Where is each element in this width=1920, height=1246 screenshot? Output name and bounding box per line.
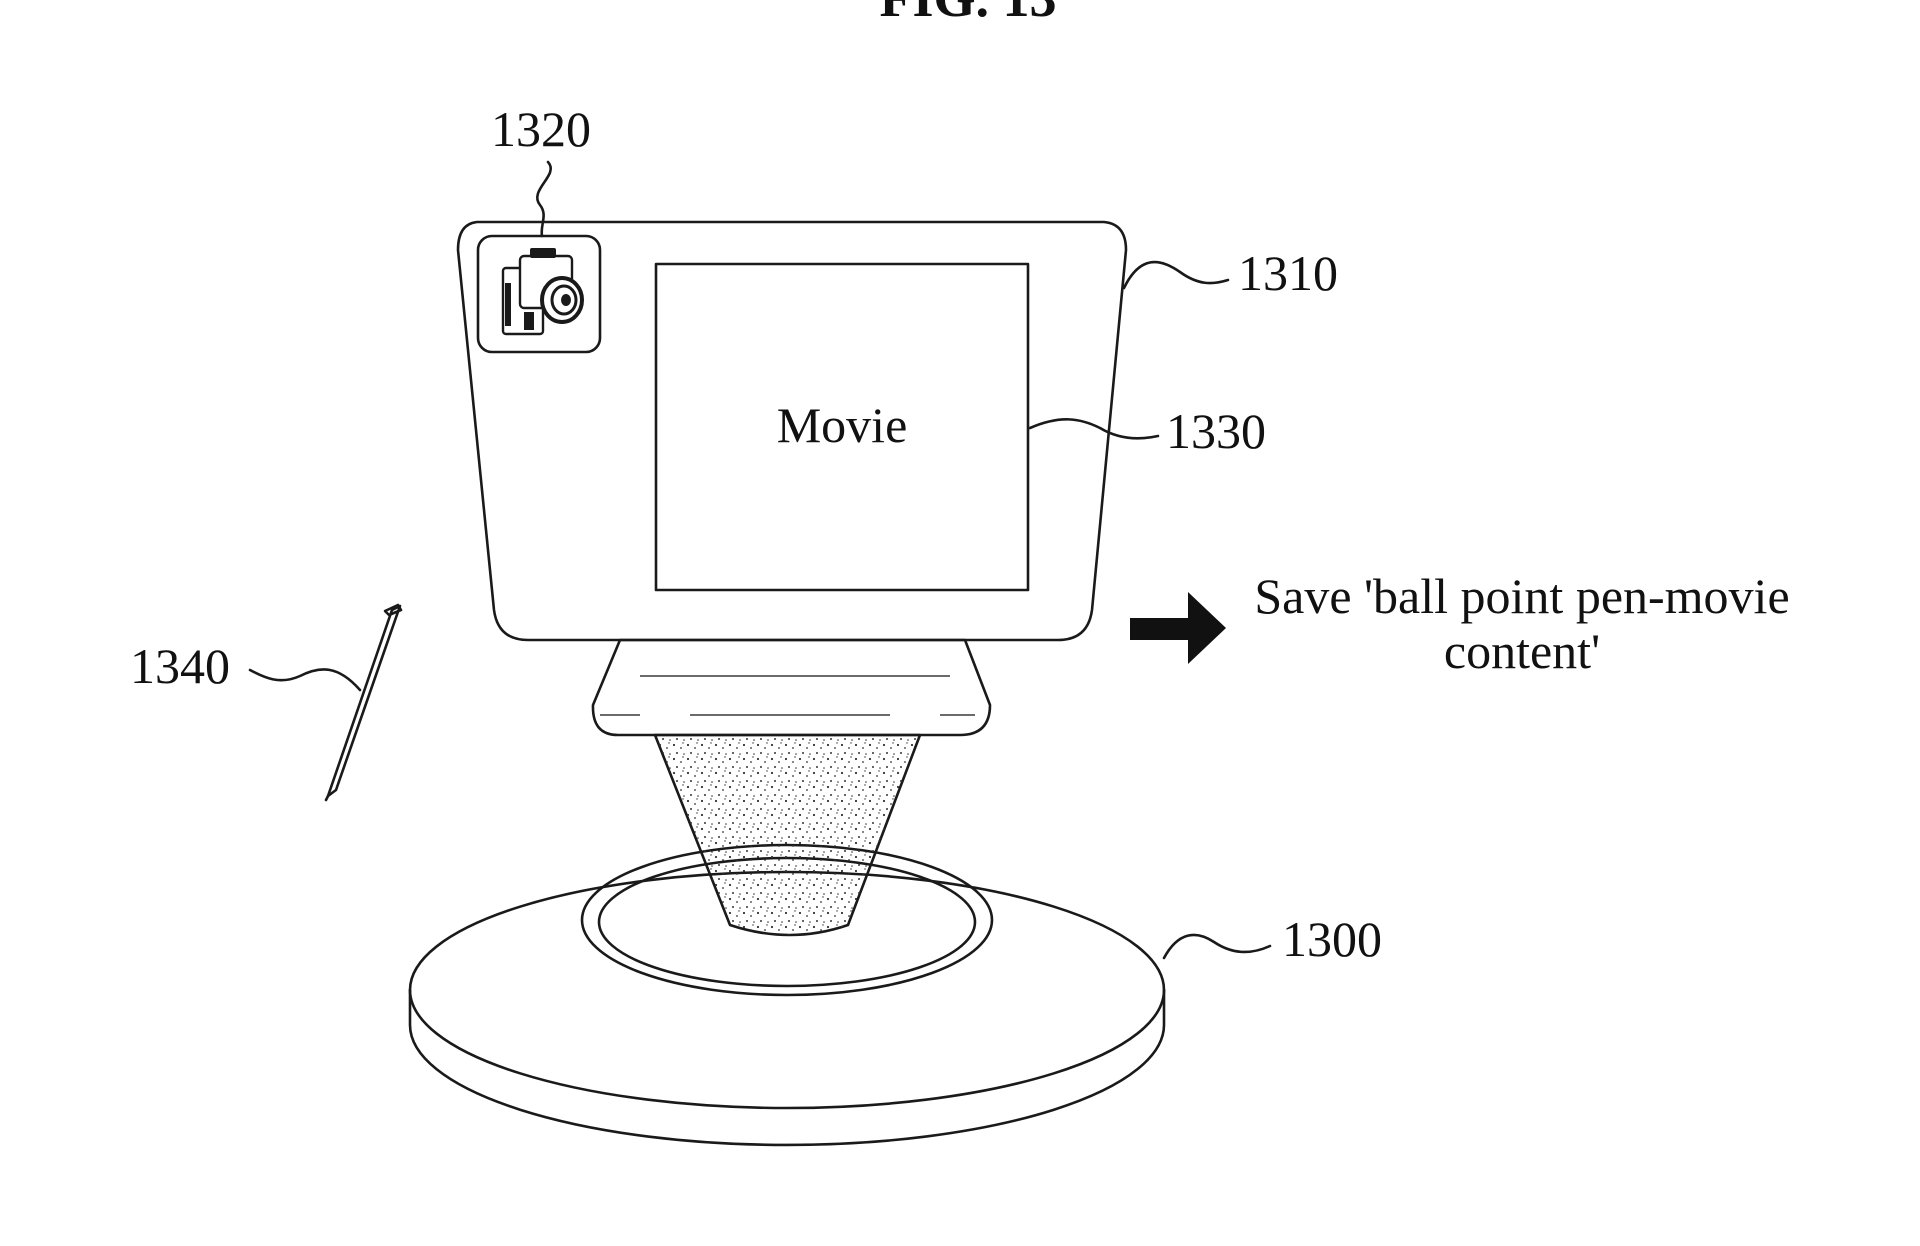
ball-point-pen-icon bbox=[324, 603, 403, 802]
leader-1340 bbox=[248, 668, 362, 692]
save-text-line-1: Save 'ball point pen-movie bbox=[1254, 568, 1789, 624]
label-1310: 1310 bbox=[1238, 245, 1338, 301]
figure-title: FIG. 13 bbox=[879, 0, 1056, 28]
arrow-right-icon bbox=[1130, 592, 1226, 664]
leader-1300 bbox=[1162, 933, 1272, 960]
display-panel bbox=[456, 220, 1128, 642]
display-neck bbox=[591, 638, 992, 737]
content-window[interactable]: Movie bbox=[654, 262, 1030, 592]
label-1340: 1340 bbox=[130, 638, 230, 694]
leader-1320 bbox=[536, 160, 552, 238]
leader-1330 bbox=[1028, 418, 1160, 440]
label-1300: 1300 bbox=[1282, 911, 1382, 967]
camera-icon-button[interactable] bbox=[476, 234, 602, 354]
content-window-text: Movie bbox=[777, 397, 908, 453]
projection-beam bbox=[653, 733, 922, 937]
save-text-line-2: content' bbox=[1444, 623, 1600, 679]
label-1330: 1330 bbox=[1166, 403, 1266, 459]
camera-icon bbox=[501, 248, 584, 336]
label-1320: 1320 bbox=[491, 101, 591, 157]
leader-1310 bbox=[1122, 260, 1230, 290]
